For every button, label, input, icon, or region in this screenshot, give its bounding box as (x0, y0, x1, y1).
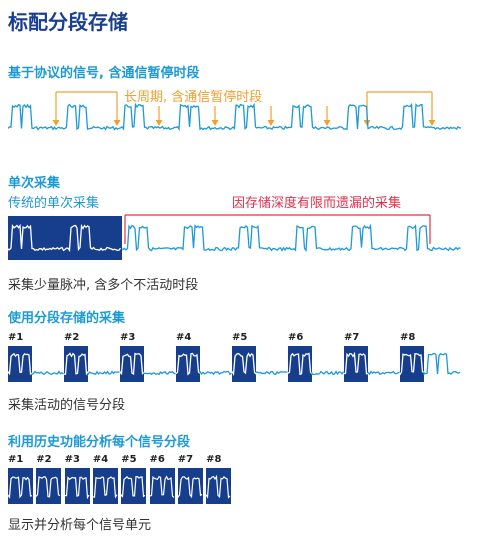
section2-missed-bracket (124, 214, 431, 244)
history-trace-4 (92, 476, 118, 499)
idle-trace-6 (311, 370, 345, 376)
captured-signal-trace (8, 223, 122, 253)
idle-trace-3 (143, 370, 176, 376)
segment-window-6 (288, 346, 312, 382)
history-trace-5 (121, 475, 146, 498)
history-label-5: #5 (121, 454, 137, 465)
idle-trace-1 (31, 370, 64, 376)
segment-label-7: #7 (344, 332, 360, 343)
segment-trace-8 (399, 352, 425, 377)
history-segment-7[interactable] (177, 468, 203, 504)
segment-label-8: #8 (400, 332, 416, 343)
history-trace-2 (36, 476, 61, 498)
section2-annotation: 因存储深度有限而遗漏的采集 (232, 196, 402, 211)
pause-arrow-2 (267, 120, 275, 126)
history-segment-2[interactable] (36, 468, 62, 504)
history-trace-3 (64, 475, 90, 500)
pause-arrow-1 (211, 120, 219, 126)
history-segment-3[interactable] (64, 468, 90, 504)
history-trace-6 (149, 475, 174, 498)
segment-label-6: #6 (288, 332, 304, 343)
segment-trace-5 (231, 352, 257, 376)
segment-label-2: #2 (64, 332, 80, 343)
history-trace-svg-1 (8, 476, 33, 499)
history-trace-svg-5 (121, 475, 146, 498)
segment-label-5: #5 (232, 332, 248, 343)
history-label-1: #1 (8, 454, 24, 465)
idle-trace-2 (87, 370, 120, 377)
pause-arrow-0 (155, 120, 163, 126)
history-label-8: #8 (206, 454, 222, 465)
history-segment-6[interactable] (149, 468, 175, 504)
segment-window-8 (400, 346, 424, 382)
history-label-4: #4 (92, 454, 109, 465)
segment-label-1: #1 (8, 332, 24, 343)
section4-heading: 利用历史功能分析每个信号分段 (8, 435, 191, 450)
pause-arrow-3 (323, 120, 331, 126)
history-trace-svg-7 (177, 476, 203, 499)
segment-window-7 (344, 346, 368, 382)
idle-trace-7 (367, 370, 400, 376)
section4-caption: 显示并分析每个信号单元 (8, 518, 152, 533)
single-capture-window (8, 216, 122, 260)
history-trace-svg-4 (92, 476, 118, 499)
history-trace-svg-6 (149, 475, 174, 498)
segment-trace-1 (8, 352, 33, 376)
section1-heading: 基于协议的信号, 含通信暂停时段 (8, 66, 200, 81)
section3-heading: 使用分段存储的采集 (8, 311, 126, 326)
idle-trace-5 (255, 371, 288, 376)
bracket-arrow-0 (52, 120, 60, 126)
segment-trace-6 (287, 352, 313, 376)
history-segment-4[interactable] (92, 468, 118, 504)
history-segment-8[interactable] (206, 468, 232, 504)
segment-window-2 (64, 346, 88, 382)
segment-trace-7 (343, 351, 369, 375)
segment-window-4 (176, 346, 200, 382)
idle-trace-end (423, 352, 461, 375)
section3-caption: 采集活动的信号分段 (8, 398, 126, 413)
segment-window-5 (232, 346, 256, 382)
history-trace-svg-8 (206, 474, 231, 499)
idle-trace-4 (199, 369, 232, 376)
history-label-6: #6 (149, 454, 165, 465)
bracket-arrow-1 (113, 120, 121, 126)
page-title: 标配分段存储 (8, 10, 128, 34)
section3-waveform (8, 351, 461, 377)
section2-waveform (8, 223, 461, 253)
segment-label-3: #3 (120, 332, 136, 343)
segment-trace-4 (175, 352, 201, 376)
history-segment-5[interactable] (121, 468, 147, 504)
history-trace-svg-2 (36, 476, 61, 498)
history-segment-1[interactable] (8, 468, 33, 504)
bracket-arrow-3 (428, 120, 436, 126)
section2-caption: 采集少量脉冲, 含多个不活动时段 (8, 278, 199, 293)
section1-annotation: 长周期, 含通信暂停时段 (124, 90, 263, 105)
history-trace-svg-3 (64, 475, 90, 500)
section1-waveform (8, 102, 462, 132)
segment-window-3 (120, 346, 144, 382)
segment-trace-3 (119, 352, 145, 376)
history-label-3: #3 (64, 454, 80, 465)
segment-window-1 (8, 346, 32, 382)
section2-subheading: 传统的单次采集 (8, 196, 100, 211)
history-trace-8 (206, 474, 231, 499)
segment-label-4: #4 (176, 332, 192, 343)
section2-heading: 单次采集 (8, 176, 61, 191)
history-label-2: #2 (36, 454, 52, 465)
history-trace-7 (177, 476, 203, 499)
history-label-7: #7 (177, 454, 194, 465)
missed-signal-trace (122, 223, 461, 253)
protocol-signal-trace (8, 102, 462, 132)
history-trace-1 (8, 476, 33, 499)
segment-trace-2 (63, 352, 89, 376)
